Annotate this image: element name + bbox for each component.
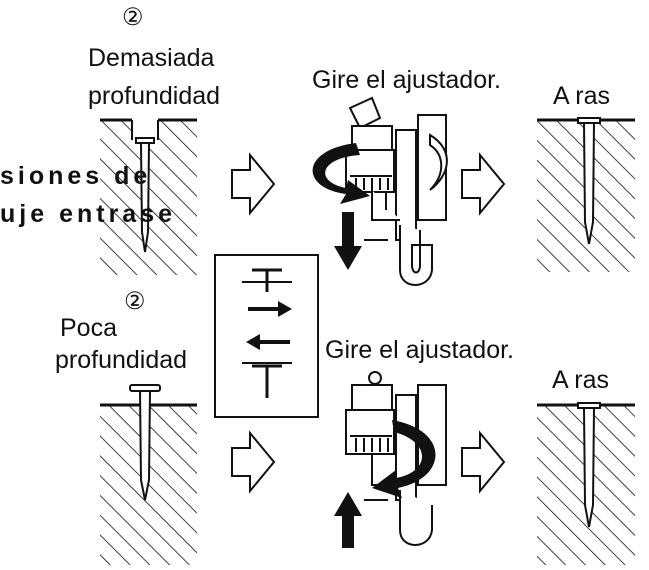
bottom-step-marker: ② (124, 288, 146, 315)
bottom-condition-line2: profundidad (55, 346, 188, 374)
bottom-flow-arrow-2 (461, 430, 506, 494)
top-result: A ras (553, 82, 610, 110)
direction-legend-box (214, 254, 319, 418)
top-step-marker: ② (122, 4, 144, 31)
bottom-condition-line1: Poca (60, 314, 117, 342)
bottom-up-arrow (334, 492, 362, 548)
bottom-flow-arrow-1 (231, 430, 276, 494)
bottom-result: A ras (552, 366, 609, 394)
top-wood-block-flush (537, 117, 635, 272)
top-instruction: Gire el ajustador. (312, 66, 501, 94)
top-flow-arrow-2 (461, 152, 506, 216)
top-down-arrow (334, 212, 362, 270)
bottom-rotate-arrow (372, 420, 436, 498)
bottom-wood-block-shallow (100, 384, 197, 565)
bottom-wood-block-flush (537, 402, 635, 565)
top-adjuster-tool (345, 96, 448, 286)
overlay-text-line1: siones de (0, 162, 152, 190)
bottom-adjuster-tool (345, 371, 447, 546)
top-condition-line2: profundidad (88, 82, 221, 110)
top-nail-deep (135, 137, 155, 253)
overlay-text-line2: uje entrase (0, 200, 177, 228)
top-rotate-arrow (312, 143, 370, 204)
top-flow-arrow-1 (231, 152, 276, 216)
bottom-instruction: Gire el ajustador. (325, 336, 514, 364)
top-condition-line1: Demasiada (88, 44, 215, 72)
